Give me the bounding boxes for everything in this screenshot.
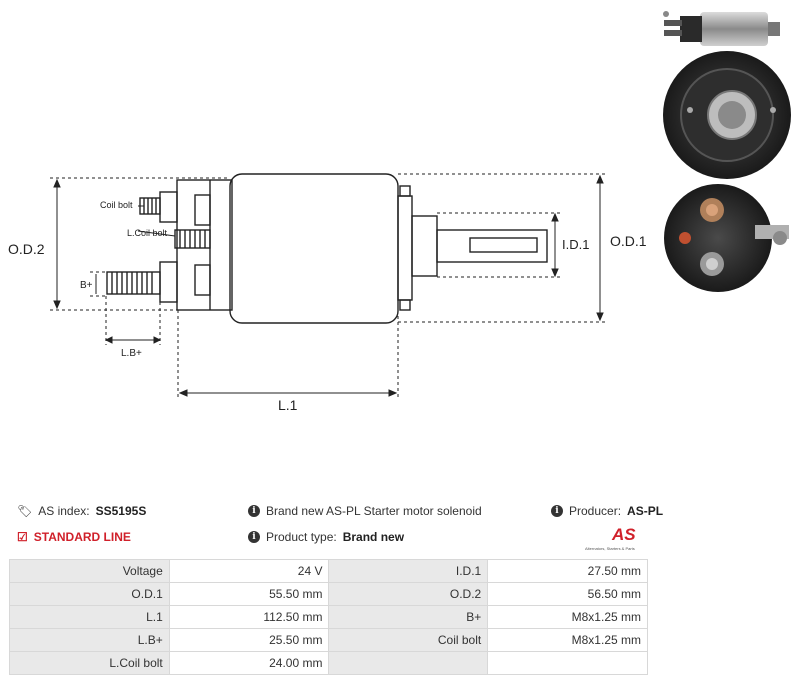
producer-label: Producer: <box>569 504 622 518</box>
description: i Brand new AS-PL Starter motor solenoid <box>248 504 482 518</box>
spec-key <box>328 651 489 675</box>
producer: i Producer: AS-PL <box>551 504 663 518</box>
spec-value: M8x1.25 mm <box>487 605 648 629</box>
spec-value: 55.50 mm <box>168 582 330 606</box>
spec-key: B+ <box>328 605 489 629</box>
info-icon: i <box>248 505 260 517</box>
spec-key: O.D.1 <box>9 582 170 606</box>
description-text: Brand new AS-PL Starter motor solenoid <box>266 504 482 518</box>
solenoid-body <box>229 173 399 324</box>
spec-value: 24.00 mm <box>168 651 330 675</box>
svg-text:Alternators, Starters & Parts: Alternators, Starters & Parts <box>585 546 635 551</box>
spec-key: O.D.2 <box>328 582 489 606</box>
as-pl-logo: AS Alternators, Starters & Parts <box>585 525 636 551</box>
label-bplus: B+ <box>80 280 93 291</box>
as-index-label: AS index: <box>38 504 90 518</box>
product-type-value: Brand new <box>342 530 405 544</box>
spec-key: Coil bolt <box>328 628 489 652</box>
spec-value <box>487 651 648 675</box>
spec-value: 112.50 mm <box>168 605 330 629</box>
standard-line-label: STANDARD LINE <box>33 530 131 544</box>
spec-key: I.D.1 <box>328 559 489 583</box>
label-l1: L.1 <box>278 397 298 413</box>
photo-front-view <box>664 184 789 292</box>
spec-value: M8x1.25 mm <box>487 628 648 652</box>
photo-rear-view <box>663 51 791 179</box>
producer-value: AS-PL <box>627 504 664 518</box>
product-type-label: Product type: <box>266 530 337 544</box>
label-l-coil-bolt: L.Coil bolt <box>127 228 168 238</box>
svg-text:AS: AS <box>611 525 636 544</box>
spec-value: 24 V <box>168 559 330 583</box>
label-od1: O.D.1 <box>610 233 647 249</box>
product-type: i Product type: Brand new <box>248 530 404 544</box>
label-id1: I.D.1 <box>562 237 589 252</box>
spec-value: 56.50 mm <box>487 582 648 606</box>
product-photos <box>663 11 791 292</box>
spec-key: L.Coil bolt <box>9 651 170 675</box>
spec-key: Voltage <box>9 559 170 583</box>
tag-icon: 🏷︎ <box>17 504 33 518</box>
check-square-icon: ☑ <box>17 530 28 544</box>
spec-key: L.1 <box>9 605 170 629</box>
spec-value: 25.50 mm <box>168 628 330 652</box>
as-index: 🏷︎ AS index: SS5195S <box>17 504 146 518</box>
info-icon: i <box>248 531 260 543</box>
label-od2: O.D.2 <box>8 241 45 257</box>
label-coil-bolt: Coil bolt <box>100 200 133 210</box>
solenoid-flange <box>176 179 233 311</box>
bplus-bolt <box>106 271 161 295</box>
standard-line: ☑ STANDARD LINE <box>17 530 131 544</box>
label-lb: L.B+ <box>121 348 142 359</box>
as-index-value: SS5195S <box>95 504 147 518</box>
l-coil-bolt <box>174 229 211 249</box>
plunger <box>436 229 548 263</box>
spec-key: L.B+ <box>9 628 170 652</box>
technical-drawing: O.D.2 O.D.1 I.D.1 L.1 L.B+ B+ Coil bolt … <box>8 173 647 413</box>
spec-value: 27.50 mm <box>487 559 648 583</box>
photo-side-view <box>663 11 780 46</box>
info-icon: i <box>551 505 563 517</box>
